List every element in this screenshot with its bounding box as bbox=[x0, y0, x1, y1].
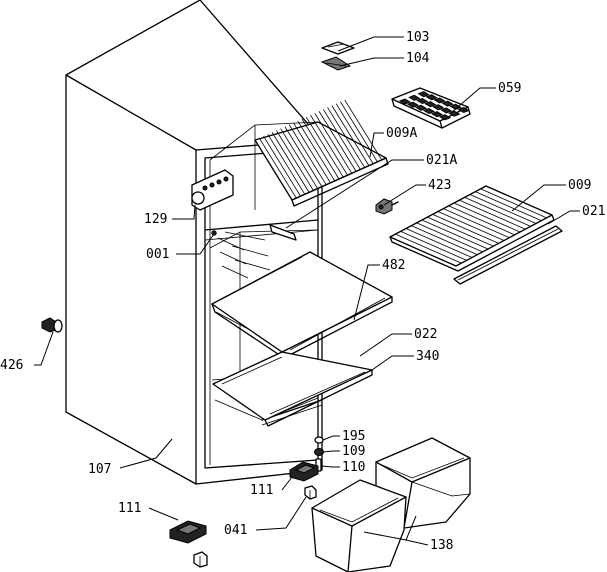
label-021: 021 bbox=[582, 204, 605, 219]
inner-shelf-rails bbox=[217, 231, 271, 279]
shelf-wire bbox=[276, 130, 314, 191]
label-111-lower: 111 bbox=[118, 501, 141, 516]
shelf-wire bbox=[301, 118, 340, 180]
ice-cell bbox=[457, 106, 470, 114]
bolt-041-lower bbox=[193, 551, 208, 568]
shelf-guide-rail-021 bbox=[453, 225, 563, 285]
ice-cell bbox=[416, 97, 429, 105]
hinge-111-lower bbox=[169, 520, 207, 544]
shelf-wire bbox=[421, 219, 489, 250]
shelf-wire bbox=[448, 205, 515, 236]
label-423: 423 bbox=[428, 178, 451, 193]
ice-cell bbox=[424, 101, 437, 108]
label-009: 009 bbox=[568, 178, 591, 193]
shelf-wire bbox=[400, 230, 467, 261]
label-138: 138 bbox=[430, 538, 453, 553]
label-041: 041 bbox=[224, 523, 247, 538]
label-103: 103 bbox=[406, 30, 429, 45]
shelf-wire bbox=[310, 114, 348, 176]
ice-cell bbox=[440, 107, 453, 114]
part-104 bbox=[320, 56, 352, 71]
shelf-wire bbox=[297, 120, 336, 182]
ice-cell bbox=[422, 107, 436, 115]
shelf-wire bbox=[405, 228, 473, 258]
shelf-wire bbox=[344, 99, 383, 161]
label-022: 022 bbox=[414, 327, 437, 342]
ice-cell bbox=[438, 114, 452, 121]
shelf-wire bbox=[464, 196, 531, 227]
ice-cell bbox=[425, 94, 438, 101]
label-129: 129 bbox=[144, 212, 167, 227]
label-001: 001 bbox=[146, 247, 169, 262]
shelf-wire bbox=[280, 128, 318, 189]
shelf-wire bbox=[323, 109, 361, 170]
label-426: 426 bbox=[0, 358, 23, 373]
ice-cell bbox=[441, 100, 454, 107]
shelf-wire bbox=[453, 202, 521, 233]
ice-cell bbox=[417, 91, 430, 98]
ice-cell bbox=[430, 111, 444, 118]
ice-tray-059 bbox=[391, 87, 471, 129]
freezer-wire-shelf-009A bbox=[254, 99, 389, 207]
shelf-wire bbox=[288, 124, 327, 185]
shelf-wire bbox=[293, 122, 331, 184]
shelf-wire bbox=[327, 107, 365, 168]
label-009A: 009A bbox=[386, 126, 417, 141]
hinge-111-upper bbox=[289, 461, 319, 482]
label-482: 482 bbox=[382, 258, 405, 273]
shelf-wire bbox=[395, 233, 462, 264]
ice-cell bbox=[398, 98, 412, 105]
bolt-041-upper bbox=[304, 485, 317, 500]
shelf-wire bbox=[267, 134, 306, 195]
part-labels: 103 104 059 009A 021A 423 009 021 129 00… bbox=[0, 30, 605, 553]
label-111-upper: 111 bbox=[250, 483, 273, 498]
ice-cell bbox=[408, 94, 421, 101]
shelf-wire bbox=[284, 126, 323, 187]
shelf-wire bbox=[469, 194, 537, 224]
thermostat-control-129 bbox=[191, 169, 234, 211]
shelf-wire bbox=[305, 116, 344, 178]
label-340: 340 bbox=[416, 349, 439, 364]
shelf-wire bbox=[459, 199, 526, 230]
shelf-guide-021A bbox=[269, 224, 297, 241]
shelf-wire bbox=[475, 191, 542, 222]
label-107: 107 bbox=[88, 462, 111, 477]
shelf-wire bbox=[335, 103, 374, 164]
shelf-bracket-423 bbox=[375, 198, 399, 215]
ice-cell bbox=[433, 97, 446, 104]
shelf-wire bbox=[271, 132, 310, 193]
label-195: 195 bbox=[342, 429, 365, 444]
crisper-drawer-138-front bbox=[311, 479, 407, 572]
shelf-wire bbox=[480, 188, 547, 219]
shelf-wire bbox=[263, 135, 301, 197]
leveling-leg-426 bbox=[41, 317, 63, 333]
ice-cell bbox=[406, 101, 420, 108]
shelf-wire bbox=[437, 211, 505, 241]
shelf-wire bbox=[427, 216, 494, 247]
leader-lines bbox=[34, 36, 580, 546]
shelf-wire bbox=[331, 105, 370, 166]
shelf-wire bbox=[314, 113, 353, 174]
ice-cell bbox=[449, 103, 462, 110]
label-059: 059 bbox=[498, 81, 521, 96]
part-109 bbox=[314, 448, 324, 456]
ice-cell bbox=[414, 104, 428, 111]
label-021A: 021A bbox=[426, 153, 457, 168]
label-104: 104 bbox=[406, 51, 430, 66]
label-109: 109 bbox=[342, 444, 365, 459]
ice-cell bbox=[432, 104, 445, 111]
shelf-wire bbox=[318, 111, 357, 172]
lamp-socket-001 bbox=[211, 230, 217, 236]
shelf-wire bbox=[432, 213, 499, 244]
wire-shelf-009 bbox=[389, 185, 555, 272]
label-110: 110 bbox=[342, 460, 365, 475]
shelf-wire bbox=[258, 137, 297, 199]
shelf-wire bbox=[443, 208, 510, 239]
shelf-wire bbox=[416, 222, 483, 253]
part-103 bbox=[321, 41, 355, 55]
part-195 bbox=[314, 436, 324, 444]
shelf-wire bbox=[411, 225, 478, 256]
